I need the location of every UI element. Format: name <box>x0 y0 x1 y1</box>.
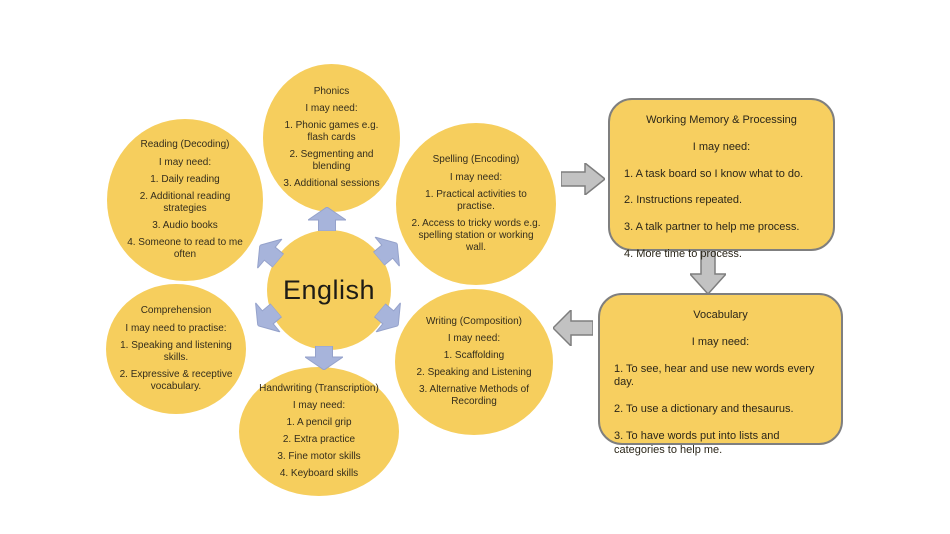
node-item: 1. A pencil grip <box>286 417 352 429</box>
node-item: 3. Audio books <box>152 219 218 231</box>
node-item: 1. Practical activities to practise. <box>425 188 527 212</box>
node-item: 3. Fine motor skills <box>277 451 361 463</box>
node-intro: I may need: <box>447 333 501 345</box>
node-item: 2. Speaking and Listening <box>416 367 532 379</box>
node-title: Phonics <box>313 85 350 97</box>
node-item: 3. Additional sessions <box>283 178 380 190</box>
node-phonics: Phonics I may need: 1. Phonic games e.g.… <box>263 64 400 212</box>
hub-arrow-lower-left-icon <box>246 296 289 341</box>
node-intro: I may need: <box>158 156 212 168</box>
node-reading-decoding: Reading (Decoding) I may need: 1. Daily … <box>107 119 263 281</box>
box-item: 3. To have words put into lists and cate… <box>614 429 780 456</box>
node-item: 2. Additional reading strategies <box>139 190 231 214</box>
box-title: Vocabulary <box>693 309 748 321</box>
node-item: 2. Extra practice <box>282 434 356 446</box>
box-vocabulary: Vocabulary I may need: 1. To see, hear a… <box>598 293 843 456</box>
node-item: 3. Alternative Methods of Recording <box>418 384 530 408</box>
node-item: 1. Scaffolding <box>443 350 505 362</box>
box-intro: I may need: <box>692 140 751 153</box>
node-item: 2. Expressive & receptive vocabulary. <box>119 368 233 392</box>
flow-arrow-down-icon <box>690 250 726 294</box>
node-item: 4. Keyboard skills <box>279 468 359 480</box>
box-intro: I may need: <box>691 335 750 348</box>
box-item: 4. More time to process. <box>624 247 742 260</box>
box-item: 1. A task board so I know what to do. <box>624 167 804 180</box>
node-item: 1. Daily reading <box>150 173 220 185</box>
hub-arrow-lower-right-icon <box>368 296 411 341</box>
node-item: 2. Segmenting and blending <box>289 149 374 173</box>
box-working-memory-processing: Working Memory & Processing I may need: … <box>608 98 835 260</box>
node-item: 1. Speaking and listening skills. <box>120 339 232 363</box>
hub-arrow-upper-left-icon <box>248 231 291 276</box>
node-intro: I may need to practise: <box>125 322 227 334</box>
node-title: Reading (Decoding) <box>140 139 230 151</box>
node-item: 2. Access to tricky words e.g. spelling … <box>411 217 541 253</box>
node-writing-composition: Writing (Composition) I may need: 1. Sca… <box>395 289 553 435</box>
box-item: 2. To use a dictionary and thesaurus. <box>614 403 794 415</box>
node-title: Spelling (Encoding) <box>432 154 520 166</box>
box-item: 3. A talk partner to help me process. <box>624 221 800 233</box>
node-intro: I may need: <box>305 103 358 115</box>
flow-arrow-right-icon <box>561 163 605 195</box>
hub-label: English <box>282 274 376 305</box>
hub-arrow-down-icon <box>305 346 343 370</box>
node-title: Comprehension <box>140 305 212 317</box>
node-title: Handwriting (Transcription) <box>259 382 379 394</box>
node-item: 4. Someone to read to me often <box>127 236 243 260</box>
node-english-hub: English <box>267 230 391 350</box>
hub-arrow-up-icon <box>308 207 346 231</box>
box-title: Working Memory & Processing <box>646 114 797 126</box>
node-spelling-encoding: Spelling (Encoding) I may need: 1. Pract… <box>396 123 556 285</box>
flow-arrow-left-icon <box>553 310 593 346</box>
node-intro: I may need: <box>449 171 503 183</box>
node-item: 1. Phonic games e.g. flash cards <box>284 120 379 144</box>
box-item: 1. To see, hear and use new words every … <box>614 362 815 389</box>
box-item: 2. Instructions repeated. <box>624 194 743 207</box>
node-intro: I may need: <box>292 400 346 412</box>
hub-arrow-upper-right-icon <box>367 229 410 274</box>
node-title: Writing (Composition) <box>426 315 522 327</box>
node-handwriting-transcription: Handwriting (Transcription) I may need: … <box>239 367 399 496</box>
node-comprehension: Comprehension I may need to practise: 1.… <box>106 284 246 414</box>
